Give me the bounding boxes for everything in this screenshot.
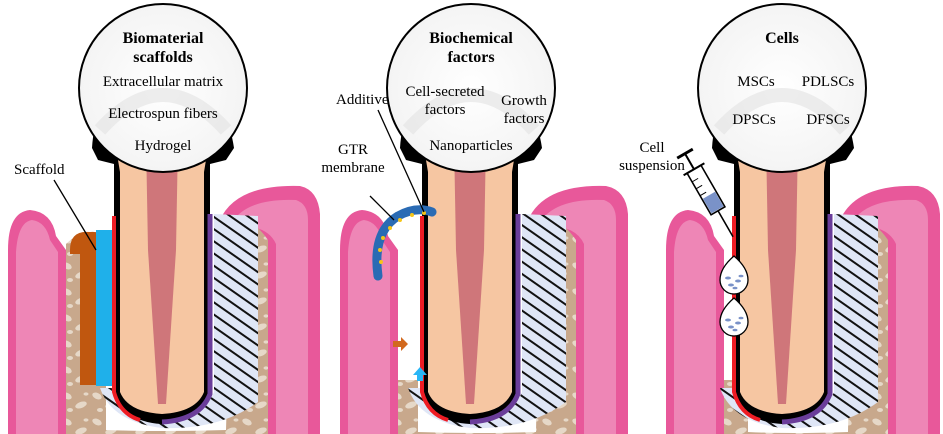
circle-item-nanoparticles: Nanoparticles — [429, 138, 512, 154]
panel-biomaterial-scaffolds: Scaffold Biomaterial scaffolds Extracell… — [8, 4, 320, 434]
circle-item-ecm: Extracellular matrix — [103, 74, 224, 90]
circle-item-cell-secreted-2: factors — [425, 102, 466, 118]
panel-biochemical-factors: Additive GTR membrane Biochemical factor… — [321, 4, 628, 434]
label-scaffold: Scaffold — [14, 162, 65, 178]
label-gtr-line-1: GTR — [338, 142, 368, 158]
circle-item-pdlscs: PDLSCs — [802, 74, 855, 90]
circle-title-line-1: Biomaterial — [123, 30, 204, 47]
circle-item-growth-1: Growth — [501, 93, 547, 109]
circle-title-line-2: scaffolds — [133, 49, 193, 66]
label-cell-suspension-line-2: suspension — [619, 158, 685, 174]
circle-title: Cells — [765, 30, 799, 47]
circle-item-growth-2: factors — [504, 111, 545, 127]
circle-title-line-1: Biochemical — [429, 30, 513, 47]
label-gtr-line-2: membrane — [321, 160, 385, 176]
circle-item-dfscs: DFSCs — [806, 112, 850, 128]
circle-item-hydrogel: Hydrogel — [135, 138, 192, 154]
label-cell-suspension-line-1: Cell — [640, 140, 665, 156]
circle-title-line-2: factors — [447, 49, 494, 66]
label-additive: Additive — [336, 92, 389, 108]
scaffold-blue — [96, 230, 112, 386]
circle-item-dpscs: DPSCs — [732, 112, 776, 128]
circle-item-mscs: MSCs — [737, 74, 775, 90]
circle-item-electrospun: Electrospun fibers — [108, 106, 218, 122]
panel-cells: Cell suspension Cells MSCs PDLSCs DPSCs … — [619, 4, 940, 434]
circle-item-cell-secreted-1: Cell-secreted — [405, 84, 485, 100]
